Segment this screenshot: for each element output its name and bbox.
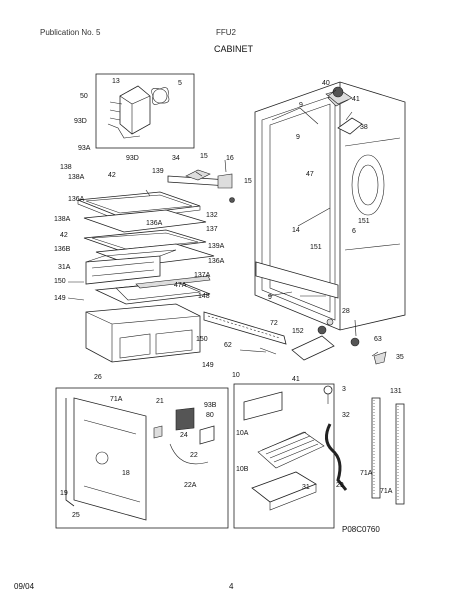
callout-138A: 138A (68, 174, 85, 181)
callout-151: 151 (358, 218, 370, 225)
callout-9: 9 (268, 294, 272, 301)
callout-47: 47 (306, 171, 314, 178)
callout-151: 151 (310, 244, 322, 251)
callout-34: 34 (172, 155, 180, 162)
callout-28: 28 (342, 308, 350, 315)
callout-9: 9 (299, 102, 303, 109)
callout-13: 13 (112, 78, 120, 85)
callout-5: 5 (178, 80, 182, 87)
callout-26: 26 (94, 374, 102, 381)
callout-29: 29 (336, 482, 344, 489)
callout-47A: 47A (174, 282, 187, 289)
callout-21: 21 (156, 398, 164, 405)
callout-137: 137 (206, 226, 218, 233)
defrost-heater-box (233, 383, 335, 529)
callout-22: 22 (190, 452, 198, 459)
drain-tube-and-strips (325, 397, 405, 505)
callout-18: 18 (122, 470, 130, 477)
callout-32: 32 (342, 412, 350, 419)
callout-9: 9 (296, 134, 300, 141)
callout-15: 15 (244, 178, 252, 185)
callout-10B: 10B (236, 466, 249, 473)
cabinet-liner (229, 81, 406, 331)
callout-14: 14 (292, 227, 300, 234)
callout-80: 80 (206, 412, 214, 419)
callout-71A: 71A (380, 488, 393, 495)
callout-3: 3 (342, 386, 346, 393)
footer-date: 09/04 (14, 582, 35, 591)
callout-149: 149 (54, 295, 66, 302)
callout-93B: 93B (204, 402, 217, 409)
callout-132: 132 (206, 212, 218, 219)
callout-148: 148 (198, 293, 210, 300)
callout-71A: 71A (110, 396, 123, 403)
callout-71A: 71A (360, 470, 373, 477)
callout-93D: 93D (126, 155, 139, 162)
callout-150: 150 (54, 278, 66, 285)
callout-139: 139 (152, 168, 164, 175)
callout-38: 38 (360, 124, 368, 131)
callout-136A: 136A (208, 258, 225, 265)
callout-16: 16 (226, 155, 234, 162)
callout-50: 50 (80, 93, 88, 100)
fan-motor-inset (95, 73, 195, 149)
callout-137A: 137A (194, 272, 211, 279)
page-number: 4 (229, 582, 234, 591)
callout-31: 31 (302, 484, 310, 491)
kickplate (203, 311, 387, 404)
callout-35: 35 (396, 354, 404, 361)
callout-93D: 93D (74, 118, 87, 125)
callout-136: 136A (68, 196, 85, 203)
section-title: CABINET (214, 44, 254, 54)
control-parts-box (55, 387, 229, 529)
callout-42: 42 (108, 172, 116, 179)
callout-6: 6 (352, 228, 356, 235)
callout-138: 138 (60, 164, 72, 171)
callout-41: 41 (352, 96, 360, 103)
callout-40: 40 (322, 80, 330, 87)
fan-cover-parts (325, 86, 363, 135)
model-number: FFU2 (216, 28, 236, 37)
callout-72: 72 (270, 320, 278, 327)
callout-139A: 139A (208, 243, 225, 250)
callout-136A: 136A (146, 220, 163, 227)
callout-42: 42 (60, 232, 68, 239)
callout-41: 41 (292, 376, 300, 383)
callout-150: 150 (196, 336, 208, 343)
watermark-logo (0, 0, 464, 44)
shelves (77, 169, 233, 267)
publication-number: Publication No. 5 (40, 28, 101, 37)
callout-31A: 31A (58, 264, 71, 271)
callout-93A: 93A (78, 145, 91, 152)
callout-149: 149 (202, 362, 214, 369)
callout-136B: 136B (54, 246, 71, 253)
callout-24: 24 (180, 432, 188, 439)
leader-lines (67, 89, 379, 357)
callout-62: 62 (224, 342, 232, 349)
callout-25: 25 (72, 512, 80, 519)
callout-22A: 22A (184, 482, 197, 489)
callout-131: 131 (390, 388, 402, 395)
callout-19: 19 (60, 490, 68, 497)
basket-and-crispers (85, 249, 211, 363)
callout-138A: 138A (54, 216, 71, 223)
diagram-code: P08C0760 (342, 525, 380, 534)
callout-10A: 10A (236, 430, 249, 437)
callout-152: 152 (292, 328, 304, 335)
callout-10: 10 (232, 372, 240, 379)
callout-15: 15 (200, 153, 208, 160)
callout-63: 63 (374, 336, 382, 343)
